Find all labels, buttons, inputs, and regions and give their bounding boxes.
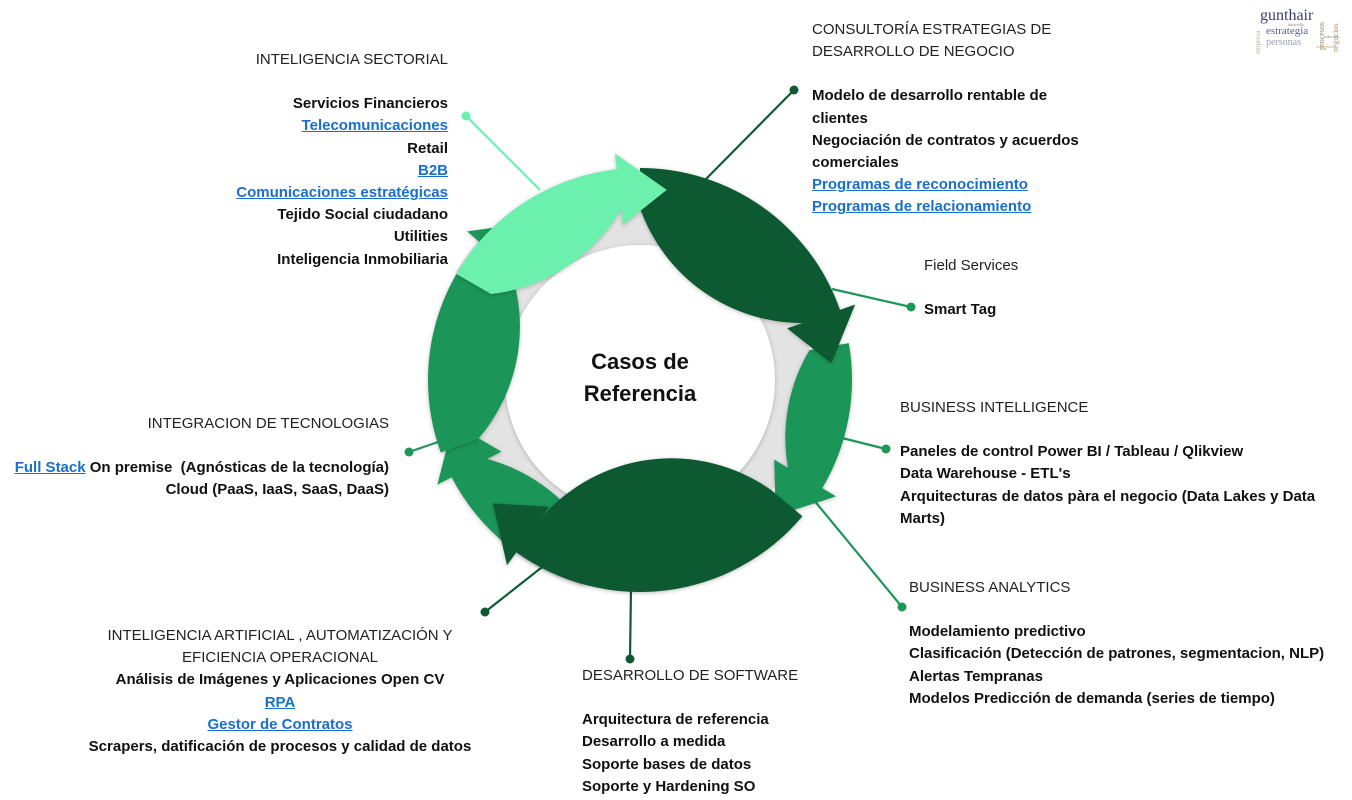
list-item: Clasificación (Detección de patrones, se… [909,645,1325,663]
section-title-line2: EFICIENCIA OPERACIONAL [182,649,378,667]
center-title-line1: Casos de [591,349,689,374]
section-title: INTELIGENCIA SECTORIAL [255,51,448,68]
list-item: clientes [812,109,868,127]
list-item: Utilities [393,228,448,246]
connector-software-dot [625,654,635,664]
connector-ia-line [484,563,547,613]
section-title: Field Services [924,257,1019,274]
connector-integracion-line [408,440,439,454]
list-item: Soporte y Hardening SO [582,777,756,795]
list-item: Data Warehouse - ETL's [900,465,1071,483]
gunthair-logo: gunthair estrategia personas procesos ne… [1252,2,1350,62]
link-item[interactable]: B2B [417,161,448,179]
arrow-right-down [774,343,852,516]
link-item[interactable]: Telecomunicaciones [301,117,448,135]
connector-ba-line [812,498,903,608]
logo-word: desarrollo [1288,22,1304,27]
arrow-top-left [456,153,667,294]
connector-ba-dot [897,602,907,612]
list-item: Smart Tag [924,301,997,319]
arrow-bottom [492,458,803,593]
full-stack-link[interactable]: Full Stack [14,459,86,477]
logo-word: experiencia [1316,44,1335,49]
section-integracion: INTEGRACION DE TECNOLOGIAS Full Stack On… [0,413,389,502]
integracion-line1: Full Stack On premise (Agnósticas de la … [0,457,389,479]
logo-word: estrategia [1266,25,1308,37]
connector-field-dot [906,302,916,312]
section-title-line2: DESARROLLO DE NEGOCIO [812,43,1015,61]
link-item[interactable]: Programas de reconocimiento [812,176,1028,194]
list-item: Soporte bases de datos [582,755,752,773]
connector-bi-line [841,436,887,451]
link-item[interactable]: Gestor de Contratos [207,715,353,733]
inner-circle [505,245,775,515]
logo-word: empresa [1254,30,1262,54]
section-sectorial: INTELIGENCIA SECTORIAL Servicios Financi… [180,49,448,271]
link-item[interactable]: Comunicaciones estratégicas [236,184,448,202]
center-title: Casos de Referencia [540,346,740,410]
list-item: Scrapers, datificación de procesos y cal… [88,738,472,756]
list-item: Inteligencia Inmobiliaria [277,250,448,268]
section-ia: INTELIGENCIA ARTIFICIAL , AUTOMATIZACIÓN… [60,625,500,758]
section-title-line1: CONSULTORÍA ESTRATEGIAS DE [812,21,1052,38]
connector-field-line [831,287,912,309]
list-item: Análisis de Imágenes y Aplicaciones Open… [115,671,445,689]
section-business-intelligence: BUSINESS INTELLIGENCE Paneles de control… [900,397,1340,530]
section-title: INTEGRACION DE TECNOLOGIAS [147,415,389,432]
list-item: Retail [407,139,448,157]
list-item: Marts) [900,509,946,527]
list-item: Arquitecturas de datos pàra el negocio (… [900,487,1316,505]
link-item[interactable]: Programas de relacionamiento [812,198,1032,216]
list-item: Desarrollo a medida [582,733,726,751]
logo-word: personas [1266,37,1301,48]
logo-word: industrias [1324,34,1340,39]
logo-word-main: gunthair [1260,7,1314,24]
list-item: Arquitectura de referencia [582,711,769,729]
arrow-top-right [640,168,856,364]
section-software: DESARROLLO DE SOFTWARE Arquitectura de r… [582,665,842,798]
section-title: BUSINESS ANALYTICS [909,579,1071,596]
connector-integracion-dot [404,447,414,457]
list-item: Tejido Social ciudadano [277,206,448,224]
connector-ia-dot [480,607,490,617]
connector-sectorial-line [465,115,541,191]
list-item: Modelos Predicción de demanda (series de… [909,689,1275,707]
integracion-line1-rest: On premise (Agnósticas de la tecnología) [85,459,389,477]
link-item[interactable]: RPA [264,693,296,711]
connector-sectorial-dot [461,111,471,121]
section-title: BUSINESS INTELLIGENCE [900,399,1089,416]
connector-software-line [628,587,633,660]
section-business-analytics: BUSINESS ANALYTICS Modelamiento predicti… [909,577,1349,710]
integracion-line2: Cloud (PaaS, IaaS, SaaS, DaaS) [165,481,389,499]
list-item: Alertas Tempranas [909,667,1043,685]
list-item: Paneles de control Power BI / Tableau / … [900,443,1244,461]
list-item: Modelamiento predictivo [909,623,1086,641]
connector-consultoria-line [704,89,795,181]
center-title-line2: Referencia [583,381,697,406]
section-title-line1: INTELIGENCIA ARTIFICIAL , AUTOMATIZACIÓN… [107,627,453,644]
connector-consultoria-dot [789,85,799,95]
section-consultoria: CONSULTORÍA ESTRATEGIAS DE DESARROLLO DE… [812,19,1112,219]
list-item: Modelo de desarrollo rentable de [812,87,1048,105]
logo-word: negocios [1331,24,1340,52]
list-item: comerciales [812,154,899,172]
section-field-services: Field Services Smart Tag [924,255,1124,321]
list-item: Negociación de contratos y acuerdos [812,131,1079,149]
logo-word: procesos [1317,22,1326,50]
list-item: Servicios Financieros [292,95,448,113]
section-title: DESARROLLO DE SOFTWARE [582,667,799,684]
connector-bi-dot [881,444,891,454]
